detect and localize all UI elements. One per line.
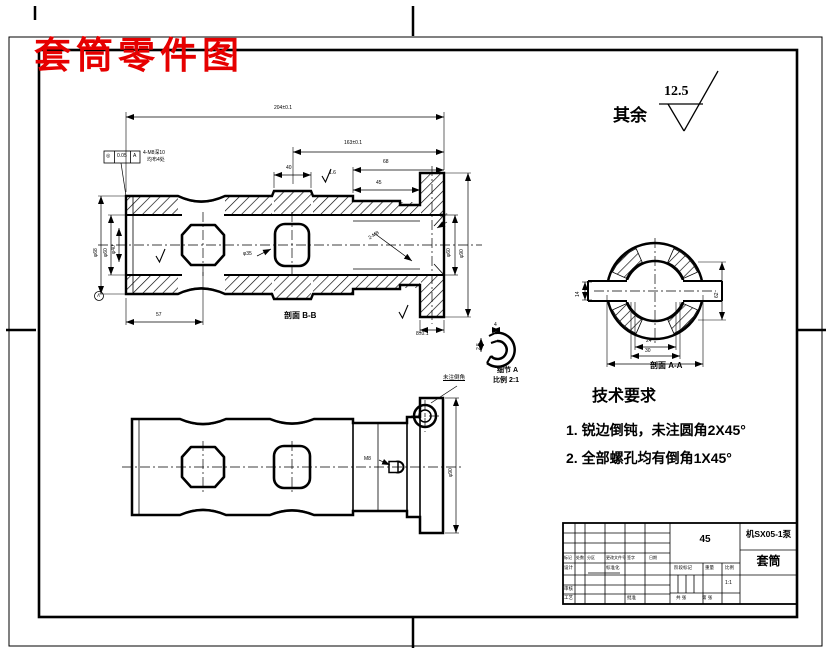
tech-requirement-item: 2. 全部螺孔均有倒角1X45° [566, 450, 732, 466]
dimension-label: 8±0.1 [416, 331, 429, 337]
section-aa-view [582, 238, 726, 367]
dimension-label: φ35 [243, 251, 252, 257]
dimension-label: 204±0.1 [274, 105, 293, 111]
dimension-label: 14 [575, 291, 581, 297]
tb-header-mark: 标记 [564, 555, 572, 560]
section-bb-view [94, 112, 482, 333]
dimension-label: M8 [364, 456, 371, 462]
dimension-label: 90° [440, 213, 448, 219]
dimension-label: 1.6 [329, 170, 336, 176]
external-view [122, 396, 464, 535]
dimension-label: 57 [156, 312, 162, 318]
title-block-part-name: 套筒 [756, 554, 781, 568]
tb-row-approve: 批准 [627, 595, 636, 600]
dimension-label: φ60 [103, 248, 109, 257]
fcf-datum-ref: A [133, 153, 137, 159]
tb-header-zone: 分区 [587, 555, 595, 560]
section-aa-label: 剖面 A-A [650, 361, 683, 370]
dimension-label: φ68 [93, 248, 99, 257]
tb-scale-label: 比例 [725, 565, 734, 570]
tb-sheet-number: 第 张 [702, 595, 713, 600]
dimension-label: 30 [645, 348, 651, 354]
dimension-label: 62 [714, 292, 720, 298]
tech-requirement-item: 1. 锐边倒钝，未注圆角2X45° [566, 422, 746, 438]
drawing-title: 套筒零件图 [34, 36, 244, 77]
detail-a-view [430, 327, 516, 404]
surface-roughness-rest-label: 其余 [613, 106, 647, 125]
tb-header-count: 处数 [576, 555, 584, 560]
tb-row-standard: 标准化 [606, 565, 620, 570]
thread-note-line2: 均布4处 [147, 157, 165, 163]
tb-row-process: 工艺 [564, 595, 573, 600]
dimension-label: 2.5 [476, 343, 482, 350]
tb-row-check: 审核 [564, 586, 573, 591]
dimension-label: 24 [646, 338, 652, 344]
dimension-label: φ90 [448, 468, 454, 477]
tech-requirements-heading: 技术要求 [592, 388, 657, 405]
dimension-label: φ90 [459, 249, 465, 258]
thread-note-line1: 4-M8深10 [143, 150, 165, 156]
detail-scale-label: 比例 2:1 [493, 377, 520, 384]
title-block-drawing-number: 机SX05-1泵 [745, 529, 792, 539]
dimension-label: 45 [376, 180, 382, 186]
detail-label: 细节 A [497, 367, 518, 374]
dimension-label: 68 [383, 159, 389, 165]
tb-sheet-total: 共 张 [676, 595, 687, 600]
title-block-material: 45 [699, 534, 711, 545]
dimension-label: φ40 [111, 245, 117, 254]
dimension-label: φ60 [446, 248, 452, 257]
surface-roughness-symbol [659, 70, 719, 132]
tb-header-sign: 签字 [627, 555, 635, 560]
dimension-label: 163±0.1 [344, 140, 363, 146]
tb-header-change-file: 更改文件号 [606, 555, 626, 560]
tb-row-design: 设计 [564, 565, 573, 570]
tb-header-date: 日期 [649, 555, 657, 560]
dimension-label: 40 [286, 165, 292, 171]
section-bb-label: 剖面 B-B [284, 311, 317, 320]
datum-label: A [97, 293, 101, 298]
tb-stage-label: 阶段标记 [674, 565, 692, 570]
sheet-borders [6, 6, 826, 648]
detail-note: 未注倒角 [443, 375, 466, 381]
title-block-grid [562, 522, 798, 605]
dimension-label: 4 [494, 322, 497, 328]
fcf-symbol: ◎ [106, 153, 111, 159]
tb-scale-value: 1:1 [725, 580, 732, 586]
tb-weight-label: 重量 [705, 565, 714, 570]
surface-roughness-value: 12.5 [664, 84, 689, 99]
fcf-value: 0.05 [117, 153, 127, 159]
